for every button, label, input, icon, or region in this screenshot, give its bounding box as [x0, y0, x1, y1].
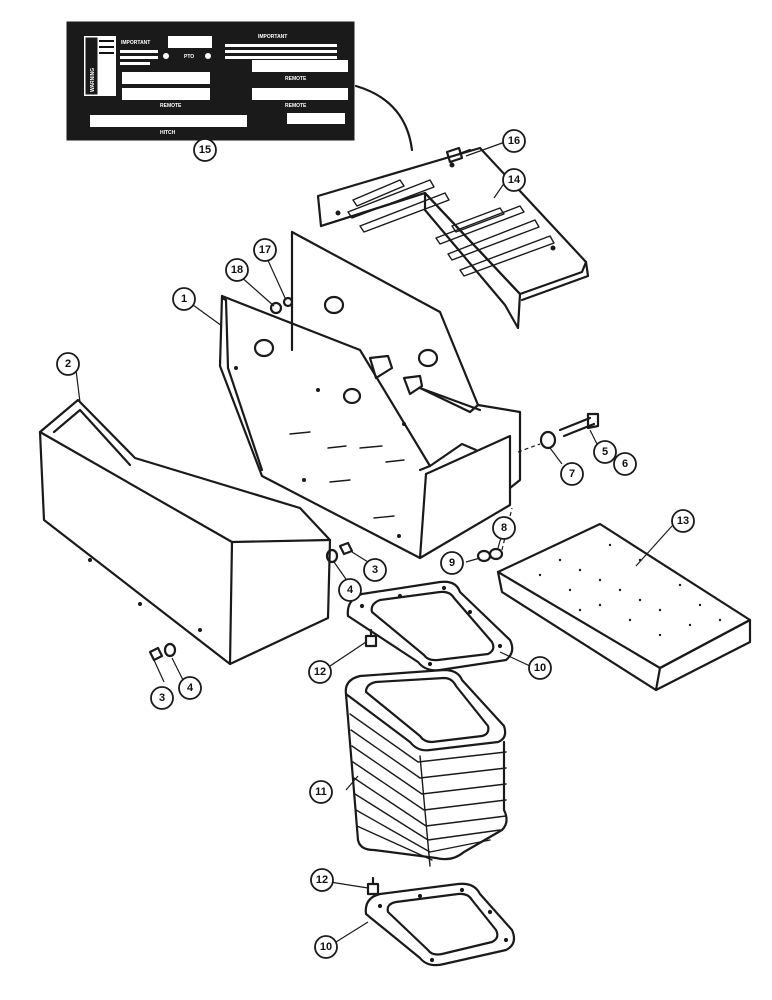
- callout-10-lower: 10: [314, 935, 338, 959]
- callout-12-upper-text: 12: [314, 666, 326, 678]
- callout-9-text: 9: [449, 557, 455, 569]
- callout-7: 7: [560, 462, 584, 486]
- callout-1: 1: [172, 287, 196, 311]
- cover-plate: [316, 146, 590, 330]
- callout-16-text: 16: [508, 135, 520, 147]
- callout-12-lower-text: 12: [316, 874, 328, 886]
- gasket-ring-upper: [346, 580, 514, 672]
- callout-3-lower-text: 3: [159, 692, 165, 704]
- callout-5: 5: [593, 440, 617, 464]
- foam-pad: [496, 522, 752, 692]
- decal-hitch-text: HITCH: [160, 130, 176, 136]
- callout-4-lower: 4: [178, 676, 202, 700]
- callout-10-upper-text: 10: [534, 662, 546, 674]
- callout-14-text: 14: [508, 174, 521, 186]
- decal-remote-2: REMOTE: [285, 76, 307, 82]
- callout-8: 8: [492, 516, 516, 540]
- side-shield: [38, 398, 332, 666]
- callout-15: 15: [193, 138, 217, 162]
- callout-4-upper: 4: [338, 578, 362, 602]
- console-body: [218, 230, 522, 560]
- callout-10-upper: 10: [528, 656, 552, 680]
- callout-2: 2: [56, 352, 80, 376]
- callout-17: 17: [253, 238, 277, 262]
- callout-5-text: 5: [602, 446, 608, 458]
- screw-nut-3-4-lower: [148, 642, 177, 662]
- screw-12-lower: [366, 876, 380, 896]
- decal-important-right: IMPORTANT: [258, 34, 287, 40]
- decal-important-left: IMPORTANT: [121, 40, 150, 46]
- callout-3-upper: 3: [363, 558, 387, 582]
- callout-7-text: 7: [569, 468, 575, 480]
- decal-remote-4: REMOTE: [285, 103, 307, 109]
- leader-lines: [75, 141, 673, 943]
- callout-3-lower: 3: [150, 686, 174, 710]
- callout-12-upper: 12: [308, 660, 332, 684]
- callout-13: 13: [671, 509, 695, 533]
- washers-8-9: [476, 507, 513, 563]
- callout-6: 6: [613, 452, 637, 476]
- callout-11: 11: [309, 780, 333, 804]
- callout-11-text: 11: [315, 786, 327, 798]
- callout-3-upper-text: 3: [372, 564, 378, 576]
- callout-2-text: 2: [65, 358, 71, 370]
- screw-nut-3-4-upper: [325, 541, 354, 564]
- callout-4-upper-text: 4: [347, 584, 354, 596]
- decal-remote-1: REMOTE: [160, 76, 182, 82]
- callout-10-lower-text: 10: [320, 941, 332, 953]
- callout-4-lower-text: 4: [187, 682, 194, 694]
- callout-6-text: 6: [622, 458, 628, 470]
- decal-remote-3: REMOTE: [160, 103, 182, 109]
- callout-18: 18: [225, 258, 249, 282]
- callout-14: 14: [502, 168, 526, 192]
- callout-17-text: 17: [259, 244, 271, 256]
- gasket-ring-lower: [364, 882, 516, 967]
- boot-bellows: [344, 668, 508, 867]
- nut-17: [282, 296, 294, 308]
- callout-1-text: 1: [181, 293, 187, 305]
- callout-15-text: 15: [199, 144, 211, 156]
- callout-12-lower: 12: [310, 868, 334, 892]
- screw-16: [445, 146, 472, 164]
- bolt-leader: [517, 443, 541, 453]
- callout-9: 9: [440, 551, 464, 575]
- callout-16: 16: [502, 129, 526, 153]
- decal-pto-text: PTO: [184, 54, 194, 60]
- bolt-5: [558, 412, 600, 438]
- callout-8-text: 8: [501, 522, 507, 534]
- decal-warning-text: WARNING: [90, 68, 96, 92]
- washer-18: [269, 301, 283, 315]
- callout-18-text: 18: [231, 264, 243, 276]
- spacer-7: [539, 430, 557, 450]
- warning-decal: WARNING IMPORTANT PTO IMPORTANT REMOTE R…: [66, 21, 355, 141]
- decal-arrow: [354, 84, 414, 152]
- callout-13-text: 13: [677, 515, 689, 527]
